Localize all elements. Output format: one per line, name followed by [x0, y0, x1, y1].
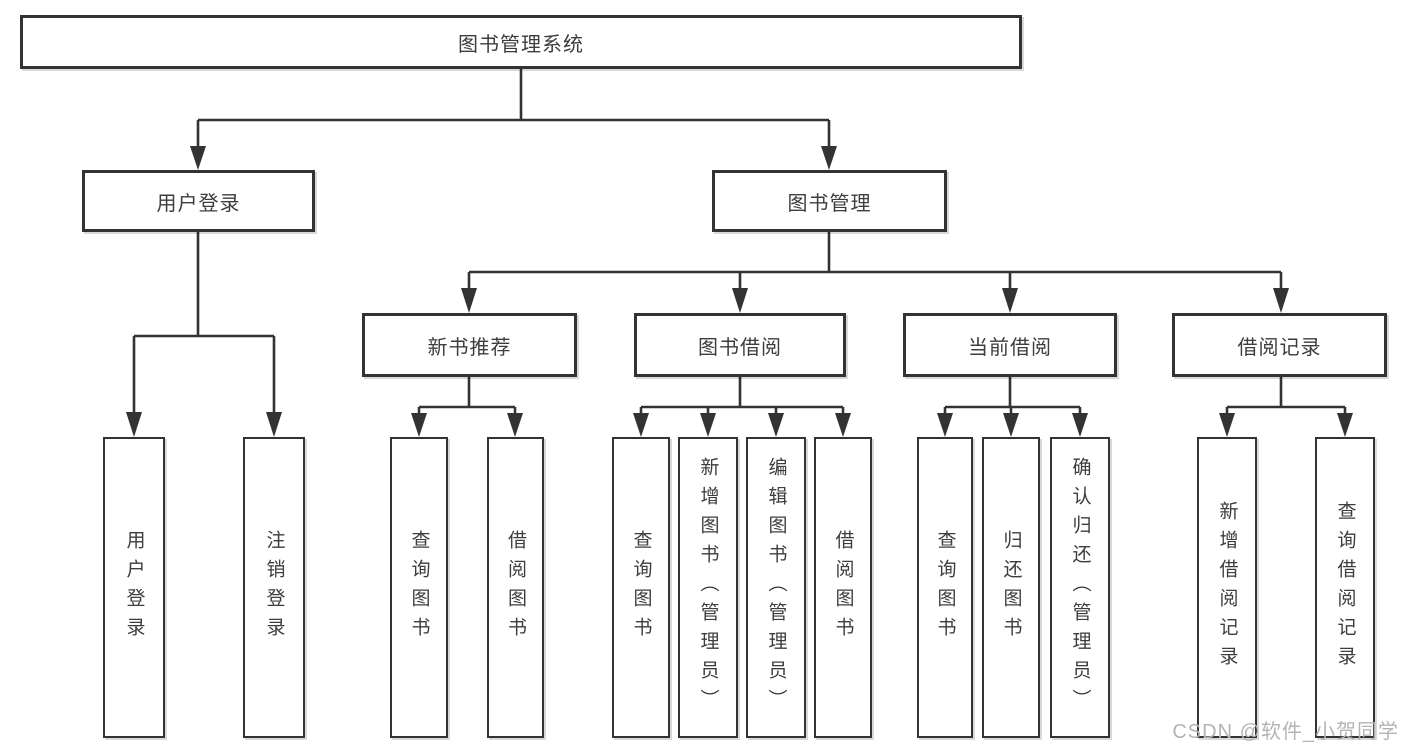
- node-borrow-record: 借阅记录: [1172, 313, 1387, 377]
- leaf-bb-query-book: 查询图书: [612, 437, 670, 738]
- csdn-watermark: CSDN @软件_小贺同学: [1172, 721, 1399, 743]
- leaf-logout-label: 注销登录: [263, 529, 285, 646]
- node-new-book-recommend: 新书推荐: [362, 313, 577, 377]
- node-book-borrow-label: 图书借阅: [698, 336, 782, 359]
- leaf-br-query-record-label: 查询借阅记录: [1334, 500, 1356, 675]
- leaf-nbr-borrow-book: 借阅图书: [487, 437, 544, 738]
- leaf-nbr-query-book: 查询图书: [390, 437, 448, 738]
- node-book-management-label: 图书管理: [787, 192, 872, 215]
- node-book-borrow: 图书借阅: [634, 313, 846, 377]
- node-new-book-recommend-label: 新书推荐: [427, 336, 512, 359]
- leaf-bb-edit-book-label: 编辑图书（管理员）: [765, 457, 787, 718]
- leaf-bb-query-book-label: 查询图书: [630, 529, 652, 646]
- leaf-br-add-record-label: 新增借阅记录: [1216, 500, 1238, 675]
- leaf-br-query-record: 查询借阅记录: [1315, 437, 1375, 738]
- node-borrow-record-label: 借阅记录: [1237, 336, 1322, 359]
- leaf-cb-return-book: 归还图书: [982, 437, 1040, 738]
- leaf-cb-return-book-label: 归还图书: [1000, 529, 1022, 646]
- leaf-bb-borrow-book: 借阅图书: [814, 437, 872, 738]
- node-current-borrow: 当前借阅: [903, 313, 1117, 377]
- node-user-login: 用户登录: [82, 170, 315, 232]
- node-root: 图书管理系统: [20, 15, 1022, 69]
- node-book-management: 图书管理: [712, 170, 947, 232]
- leaf-bb-add-book: 新增图书（管理员）: [678, 437, 738, 738]
- leaf-bb-edit-book: 编辑图书（管理员）: [746, 437, 806, 738]
- node-root-label: 图书管理系统: [458, 33, 584, 56]
- leaf-cb-confirm-return: 确认归还（管理员）: [1050, 437, 1110, 738]
- leaf-logout: 注销登录: [243, 437, 305, 738]
- leaf-bb-add-book-label: 新增图书（管理员）: [697, 457, 719, 718]
- node-current-borrow-label: 当前借阅: [968, 336, 1052, 359]
- node-user-login-label: 用户登录: [156, 192, 241, 215]
- leaf-bb-borrow-book-label: 借阅图书: [832, 529, 854, 646]
- leaf-user-login-label: 用户登录: [123, 529, 145, 646]
- leaf-cb-confirm-return-label: 确认归还（管理员）: [1069, 457, 1091, 718]
- leaf-nbr-query-book-label: 查询图书: [408, 529, 430, 646]
- leaf-nbr-borrow-book-label: 借阅图书: [505, 529, 526, 646]
- leaf-br-add-record: 新增借阅记录: [1197, 437, 1257, 738]
- leaf-cb-query-book-label: 查询图书: [934, 529, 956, 646]
- leaf-cb-query-book: 查询图书: [917, 437, 973, 738]
- leaf-user-login: 用户登录: [103, 437, 165, 738]
